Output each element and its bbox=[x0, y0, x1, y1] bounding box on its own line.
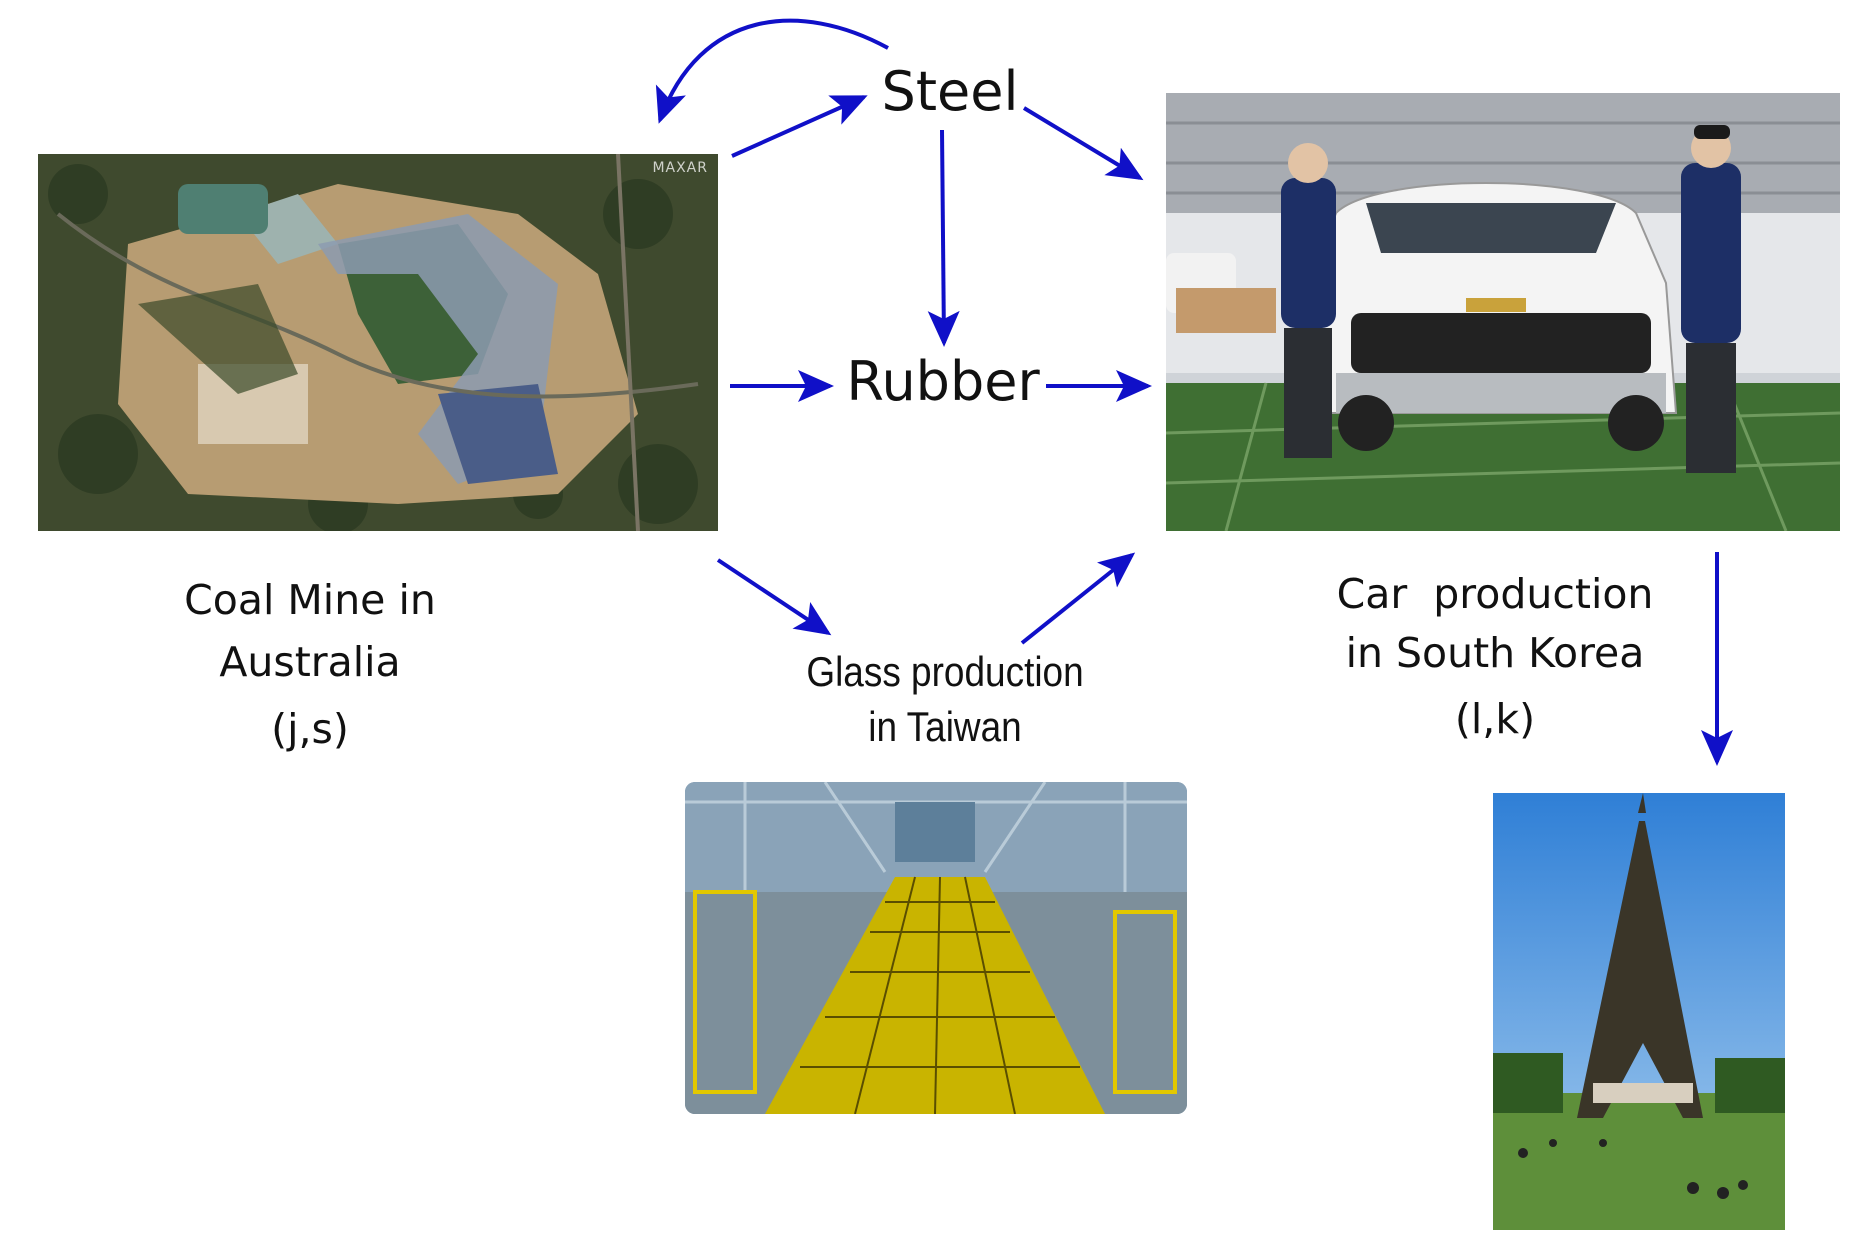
coal-mine-satellite-photo: MAXAR bbox=[38, 154, 718, 531]
car-tag: (l,k) bbox=[1454, 694, 1536, 743]
maxar-watermark: MAXAR bbox=[652, 160, 708, 176]
car-caption: Car production in South Korea (l,k) bbox=[1310, 565, 1680, 749]
steel-node-label: Steel bbox=[881, 60, 1019, 123]
glass-caption: Glass production in Taiwan bbox=[760, 645, 1130, 754]
arrow-mine-to-glass bbox=[716, 558, 832, 636]
arrow-glass-to-car bbox=[1020, 552, 1136, 645]
car-caption-line2: in South Korea bbox=[1345, 629, 1645, 678]
coal-mine-caption: Coal Mine in Australia (j,s) bbox=[160, 570, 460, 761]
arrow-steel-to-car bbox=[1022, 106, 1144, 181]
car-caption-line1: Car production bbox=[1336, 570, 1654, 618]
glass-factory-photo bbox=[685, 782, 1187, 1114]
glass-caption-line2: in Taiwan bbox=[868, 702, 1022, 750]
rubber-node-label: Rubber bbox=[846, 350, 1040, 413]
arrow-mine-to-steel bbox=[731, 95, 868, 158]
coal-mine-tag: (j,s) bbox=[271, 705, 349, 753]
arrow-steel-to-mine-curved bbox=[655, 18, 889, 124]
glass-caption-line1: Glass production bbox=[806, 648, 1084, 695]
coal-mine-caption-line2: Australia bbox=[219, 637, 401, 686]
arrow-steel-to-rubber bbox=[927, 129, 960, 347]
eiffel-tower-photo bbox=[1493, 793, 1785, 1230]
coal-mine-caption-line1: Coal Mine in bbox=[184, 576, 436, 624]
car-factory-photo bbox=[1166, 93, 1840, 531]
